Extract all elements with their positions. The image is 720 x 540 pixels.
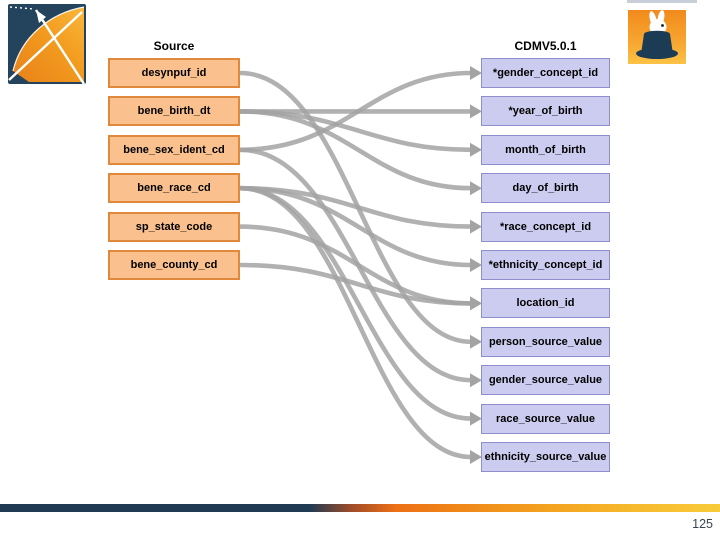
connection-curve [239, 224, 472, 306]
top-hat [636, 30, 678, 59]
target-field-box: person_source_value [481, 326, 610, 357]
target-column-header: CDMV5.0.1 [514, 39, 577, 53]
connection-curve [239, 185, 472, 421]
target-field-box: *gender_concept_id [481, 58, 610, 88]
page-number: 125 [692, 517, 713, 531]
connection-curve [239, 185, 472, 229]
rabbit-in-hat-logo-icon [628, 10, 686, 64]
target-field-box: *year_of_birth [481, 96, 610, 127]
source-field-box: sp_state_code [108, 211, 240, 242]
source-field-box: bene_county_cd [108, 250, 240, 280]
connection-curve [239, 70, 472, 153]
connection-curve [239, 185, 472, 268]
target-field-box: race_source_value [481, 403, 610, 434]
target-field-box: month_of_birth [481, 134, 610, 165]
target-field-box: gender_source_value [481, 365, 610, 396]
connection-curve [239, 109, 472, 153]
footer-gradient-bar [0, 504, 720, 512]
source-column-header: Source [153, 39, 195, 53]
target-field-box: location_id [481, 288, 610, 319]
top-edge-strip [627, 0, 697, 3]
target-field-box: ethnicity_source_value [481, 442, 610, 472]
target-field-box: *ethnicity_concept_id [481, 250, 610, 280]
source-field-box: bene_birth_dt [108, 96, 240, 127]
compass-x-logo-icon [8, 4, 86, 84]
connection-curve [239, 70, 472, 345]
source-field-box: bene_sex_ident_cd [108, 134, 240, 165]
connection-curve [239, 262, 472, 306]
source-field-box: bene_race_cd [108, 173, 240, 204]
connection-curve [239, 109, 472, 191]
target-field-box: *race_concept_id [481, 211, 610, 242]
connection-curve [239, 147, 472, 383]
connection-curve [239, 185, 472, 460]
target-field-box: day_of_birth [481, 173, 610, 204]
source-field-box: desynpuf_id [108, 58, 240, 88]
